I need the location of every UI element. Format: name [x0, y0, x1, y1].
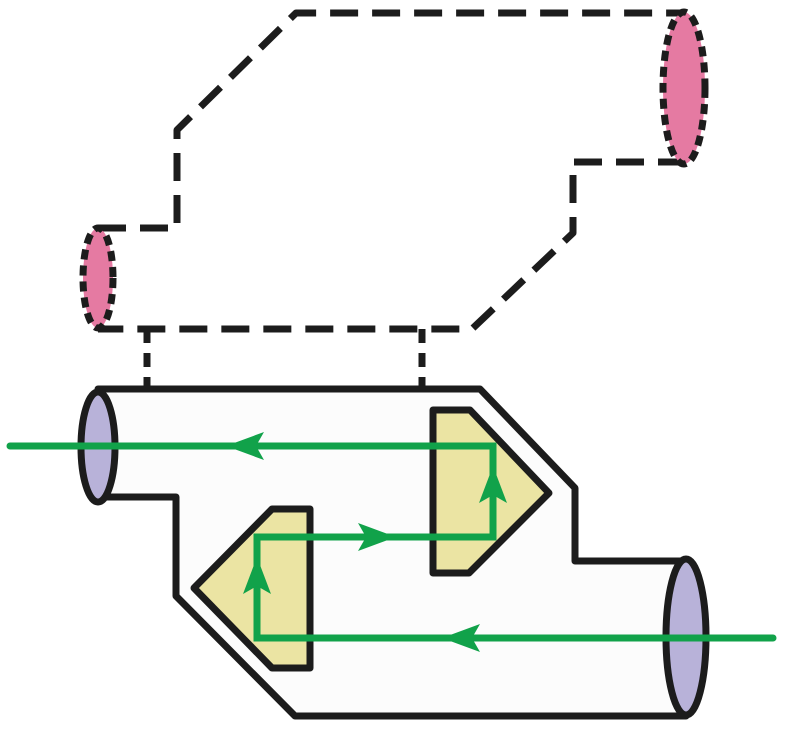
small-hidden-lens — [79, 224, 117, 332]
large-hidden-lens — [659, 8, 709, 168]
main-body — [94, 385, 690, 720]
arrow-icon-right — [358, 523, 396, 551]
hidden-body-outline — [98, 9, 686, 333]
arrow-icon-up-right — [479, 466, 507, 503]
arrow-icon-bottom-left — [442, 624, 480, 652]
arrow-icon-top-left — [226, 432, 264, 460]
arrow-icon-up-left — [243, 557, 271, 594]
